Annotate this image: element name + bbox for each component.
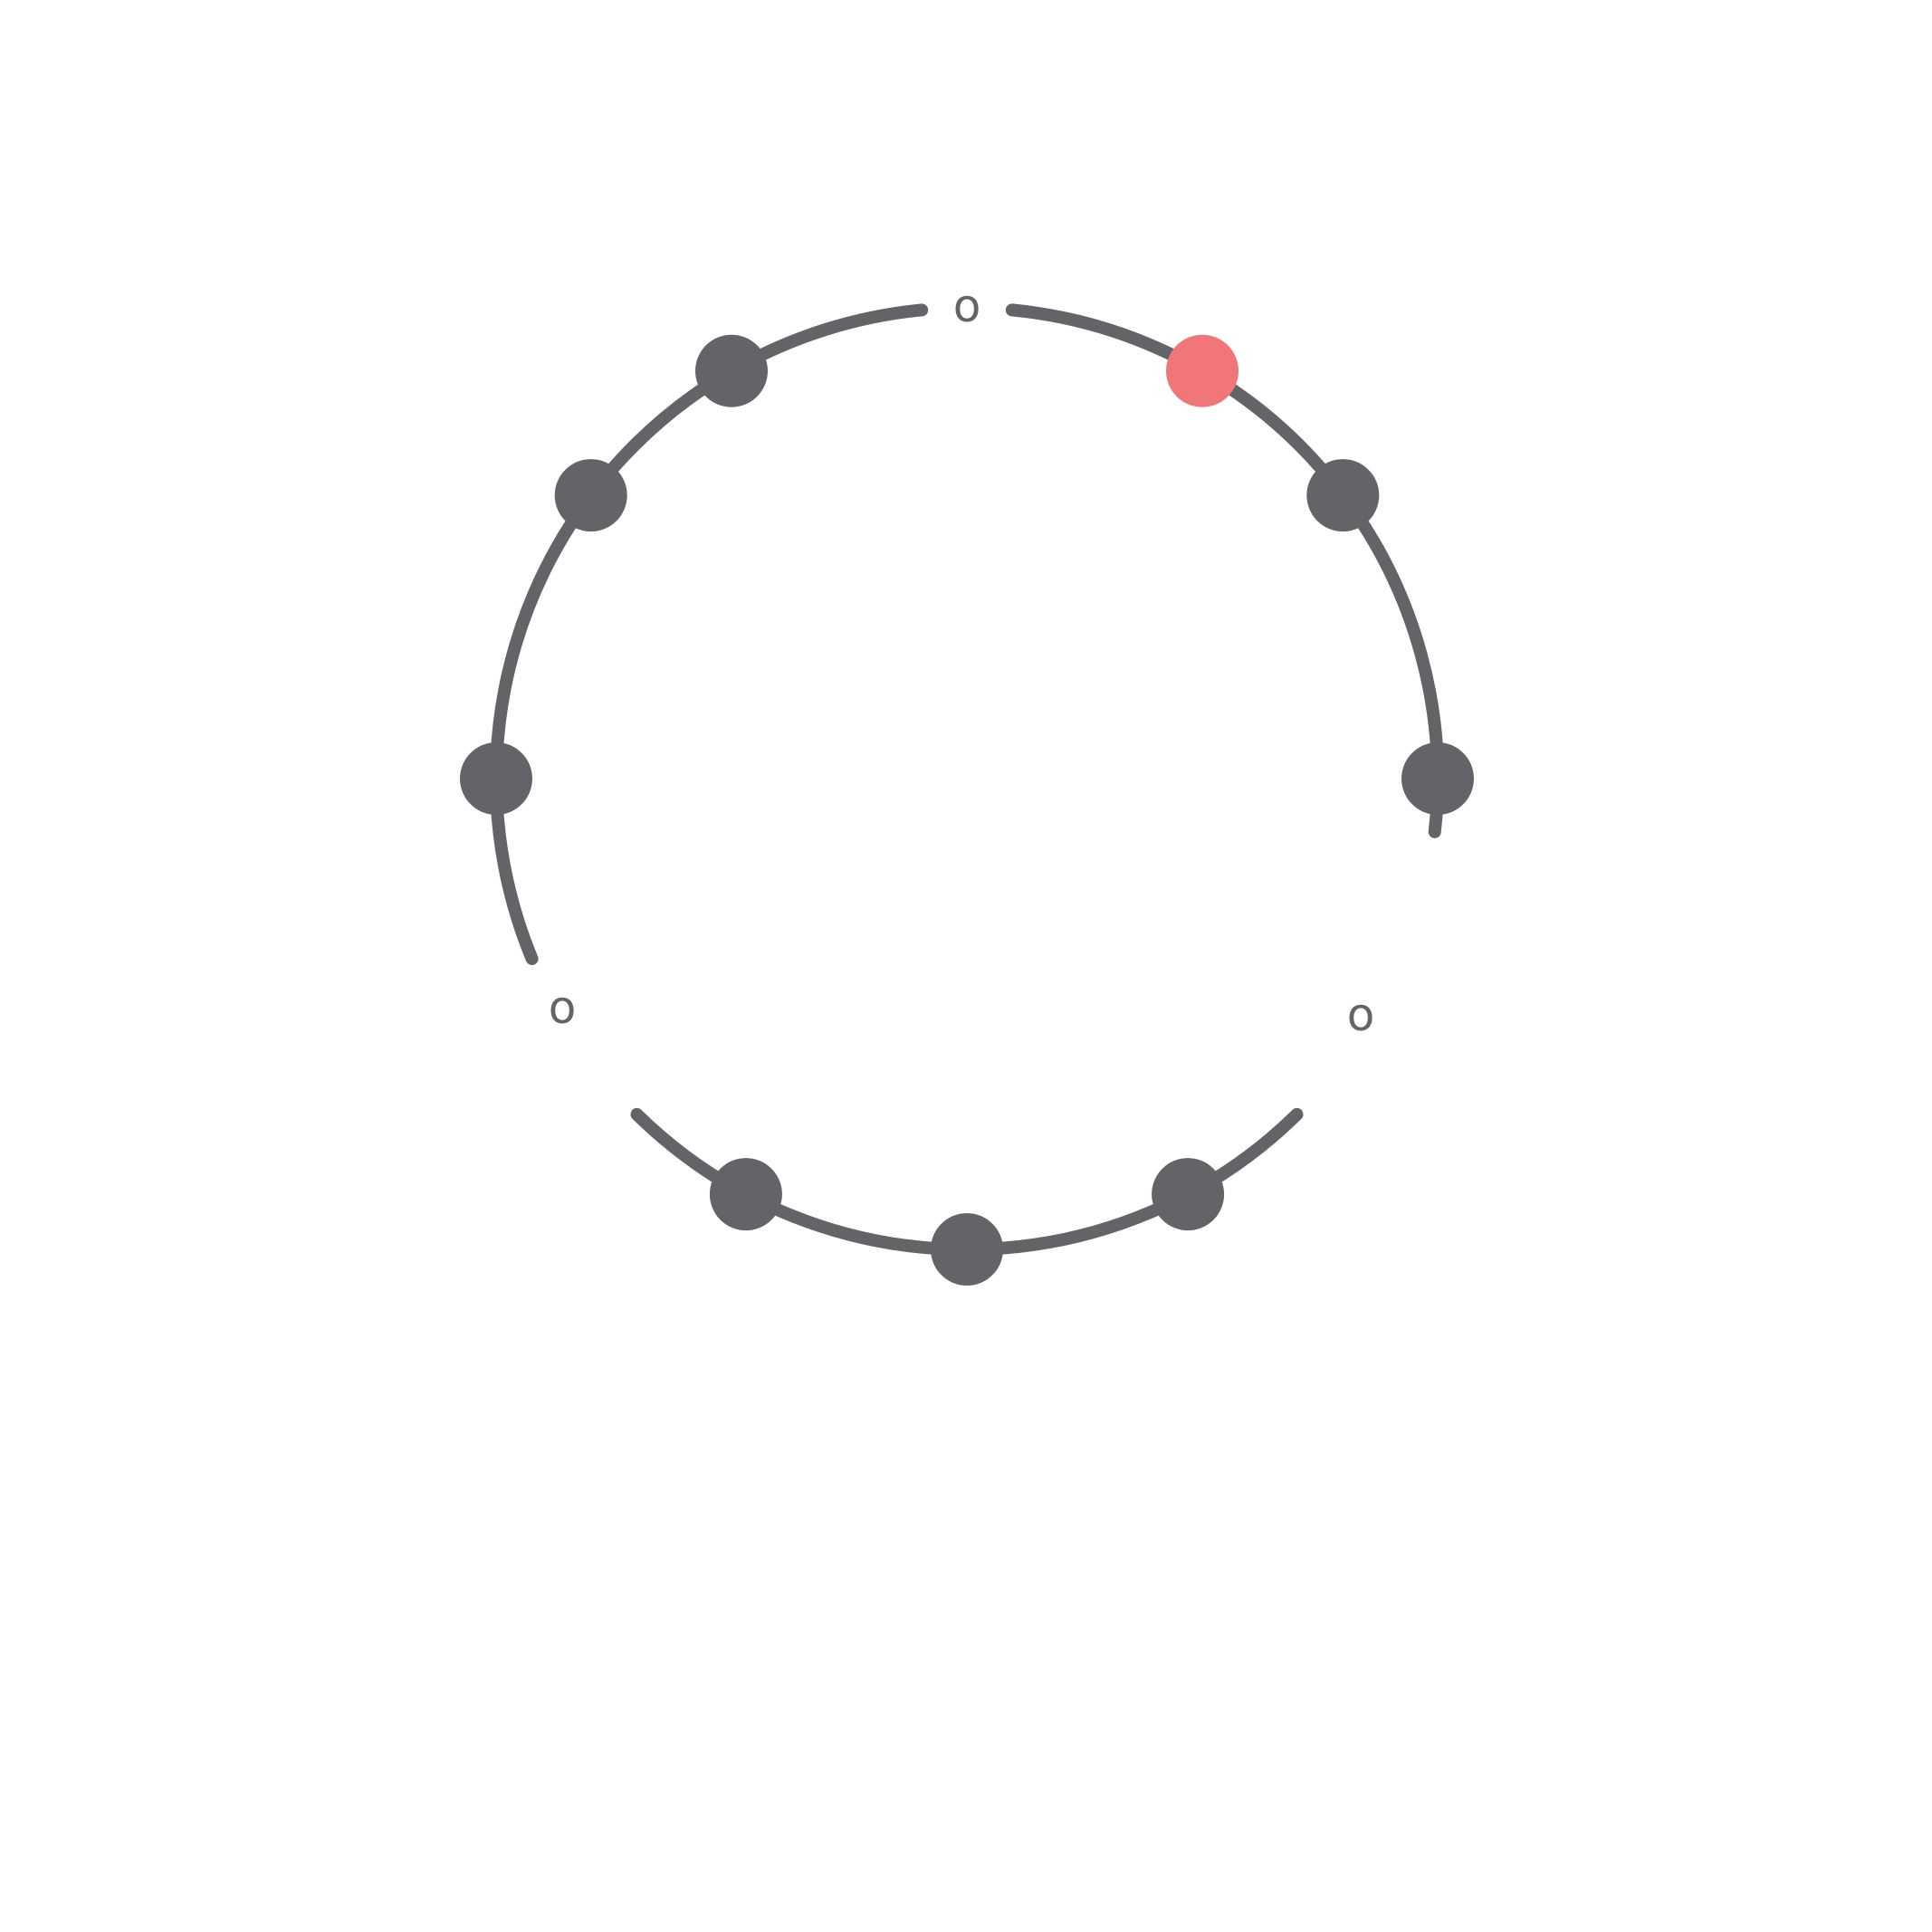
gap-label-right: o [1347,989,1375,1041]
ring-node [709,1158,782,1231]
ring-node [1152,1158,1225,1231]
ring-node [931,1213,1003,1286]
gap-label-left: o [549,981,577,1034]
ring-node [1306,459,1380,532]
ring-arcs [490,303,1445,1256]
ring-node [554,459,627,532]
ring-node [460,742,532,815]
ring-node [695,334,768,407]
gap-label-top: o [953,280,981,332]
ring-node-highlighted [1166,334,1239,407]
ring-nodes [460,334,1474,1286]
ring-node [1401,742,1474,815]
ring-arc-left [490,303,929,965]
